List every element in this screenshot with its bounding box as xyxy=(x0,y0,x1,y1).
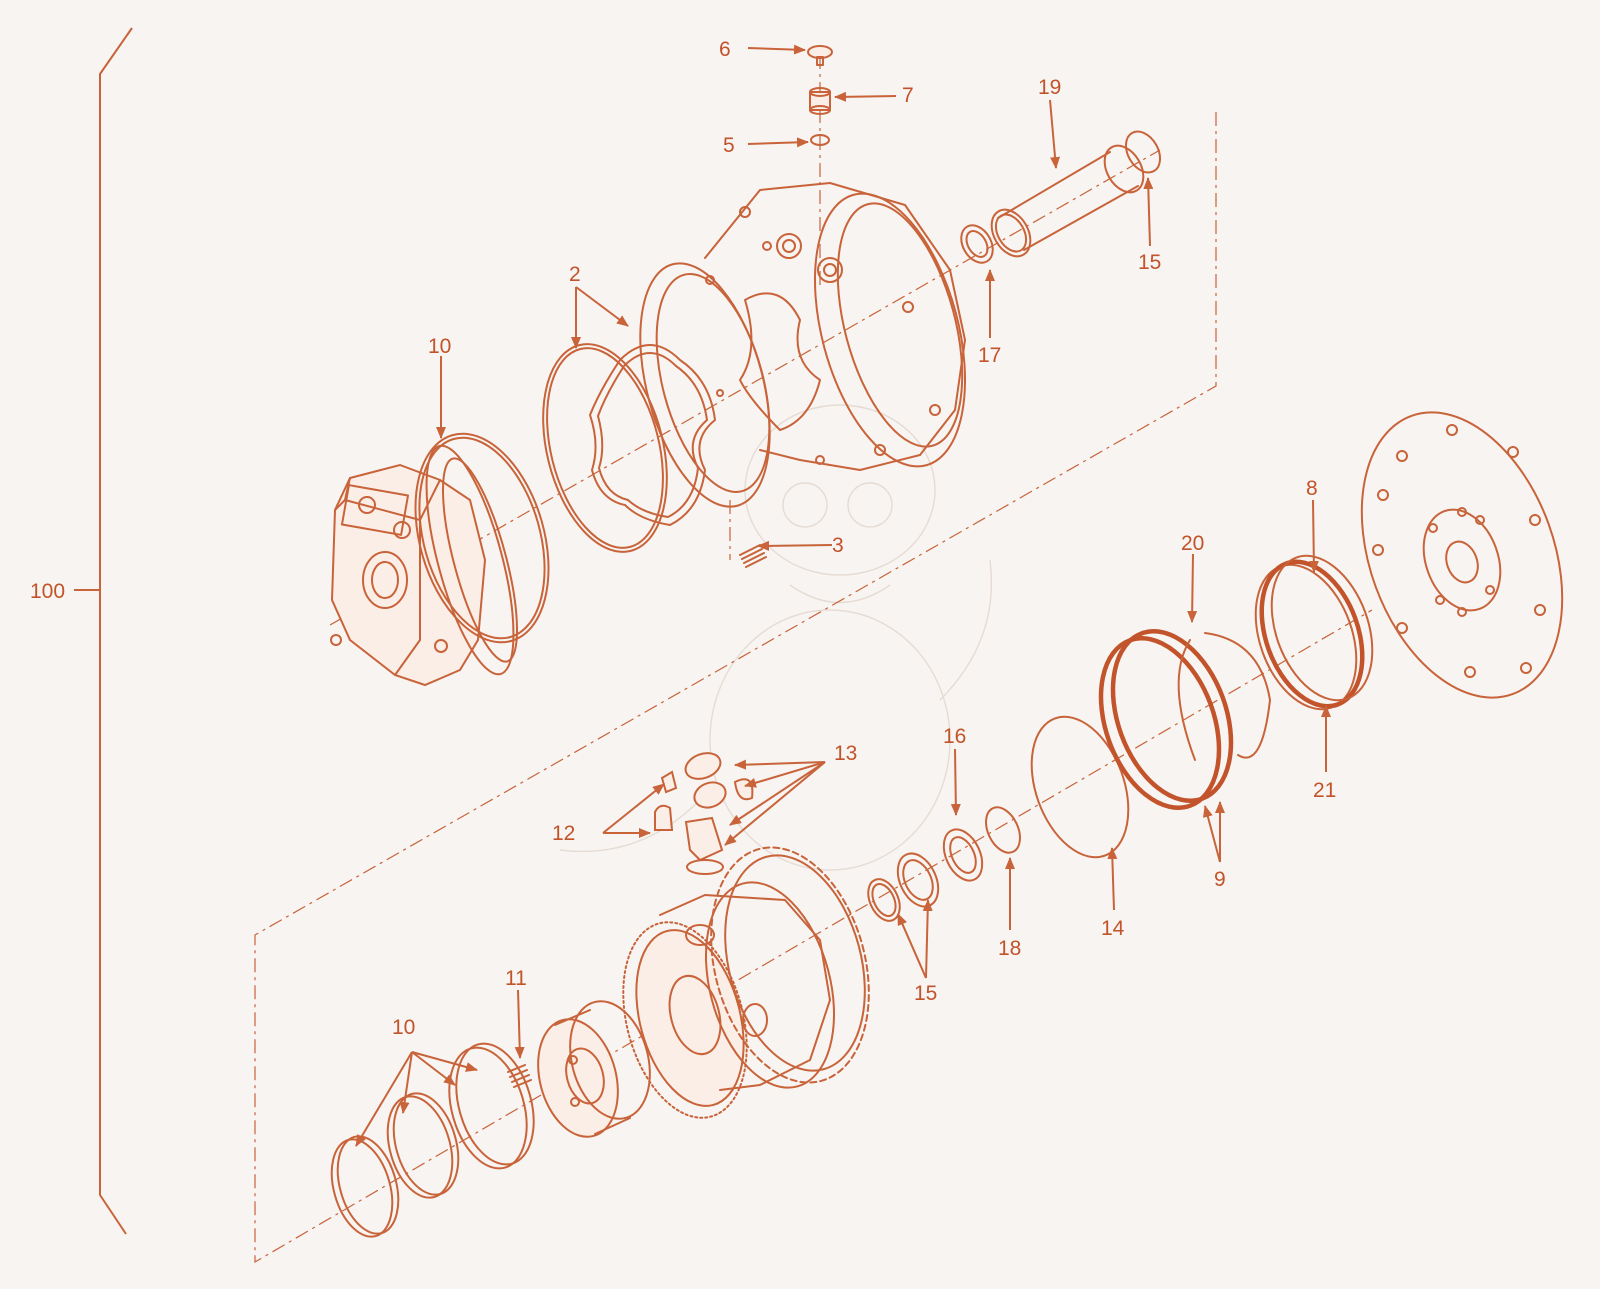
callout-18: 18 xyxy=(998,937,1021,960)
callout-8: 8 xyxy=(1306,477,1318,500)
callout-100: 100 xyxy=(30,580,65,603)
callout-13: 13 xyxy=(834,742,857,765)
part-plug-6 xyxy=(807,45,833,66)
part-hub xyxy=(537,1000,651,1138)
callout-20: 20 xyxy=(1181,532,1204,555)
part-snapring-18 xyxy=(985,806,1021,854)
leader-lines xyxy=(355,44,1331,1147)
part-ring-gear xyxy=(710,846,870,1084)
callout-17: 17 xyxy=(978,344,1001,367)
part-main-housing xyxy=(639,182,967,508)
callout-labels: 6 7 5 19 15 17 10 2 3 20 8 21 9 14 16 18… xyxy=(392,38,1336,1039)
callout-16: 16 xyxy=(943,725,966,748)
part-pins-12 xyxy=(654,770,678,831)
part-rings-8-21 xyxy=(1254,554,1374,711)
part-bushings-13 xyxy=(684,752,754,875)
part-tube-19 xyxy=(990,144,1145,258)
part-oring-14 xyxy=(1030,715,1130,859)
callout-11: 11 xyxy=(505,967,527,990)
callout-21: 21 xyxy=(1313,779,1336,802)
part-oring-15-top xyxy=(1124,130,1162,174)
callout-3: 3 xyxy=(832,534,844,557)
callout-6: 6 xyxy=(719,38,731,61)
part-gear-carrier xyxy=(622,881,836,1119)
callout-2: 2 xyxy=(569,263,581,286)
callout-14: 14 xyxy=(1101,917,1125,940)
watermark-figure xyxy=(559,404,993,871)
callout-19: 19 xyxy=(1038,76,1061,99)
part-seals-15-bottom xyxy=(867,852,940,922)
part-washer-16 xyxy=(942,828,984,882)
callout-12: 12 xyxy=(552,822,575,845)
part-spring-11 xyxy=(507,1064,532,1088)
part-nut-7 xyxy=(809,87,831,115)
callout-5: 5 xyxy=(723,134,735,157)
assembly-bracket: 100 xyxy=(30,27,133,1235)
part-snapring-17 xyxy=(960,224,994,264)
callout-10-bottom: 10 xyxy=(392,1016,415,1039)
part-rings-9 xyxy=(1098,629,1234,810)
part-rings-10-bottom xyxy=(330,1042,535,1238)
callout-9: 9 xyxy=(1214,868,1226,891)
callout-7: 7 xyxy=(902,84,914,107)
callout-10-top: 10 xyxy=(428,335,451,358)
part-rear-housing xyxy=(330,444,519,687)
part-wire-20 xyxy=(1177,632,1271,761)
callout-15-bottom: 15 xyxy=(914,982,937,1005)
part-oring-10-top xyxy=(414,432,550,644)
part-end-plate xyxy=(1360,411,1564,699)
part-spring-3 xyxy=(739,544,767,568)
part-washer-5 xyxy=(810,134,830,146)
callout-15-top: 15 xyxy=(1138,251,1161,274)
